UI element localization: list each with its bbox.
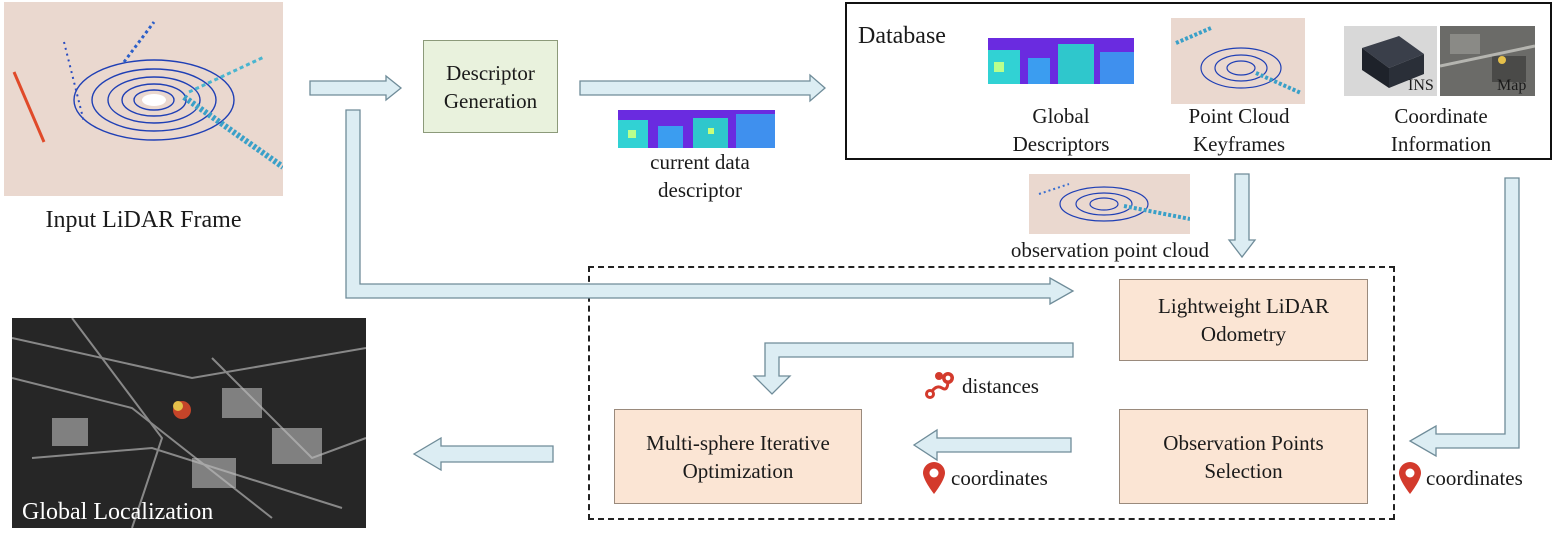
odometry-line2: Odometry xyxy=(1200,322,1287,346)
localization-module-region xyxy=(588,266,1395,520)
arrow-selection-to-optimization xyxy=(912,428,1072,462)
arrow-input-to-odometry xyxy=(345,109,1075,306)
arrow-odometry-to-optimization xyxy=(752,342,1074,395)
point-cloud-keyframes-line1: Point Cloud xyxy=(1188,104,1290,128)
global-descriptors-line1: Global xyxy=(1032,104,1090,128)
descriptor-generation-box: Descriptor Generation xyxy=(423,40,558,133)
global-descriptors-line2: Descriptors xyxy=(1012,132,1110,156)
point-cloud-keyframes-line2: Keyframes xyxy=(1192,132,1286,156)
observation-points-selection-box: Observation Points Selection xyxy=(1119,409,1368,504)
ins-label: INS xyxy=(1408,77,1434,94)
arrow-input-to-descriptor xyxy=(309,74,403,102)
input-lidar-label: Input LiDAR Frame xyxy=(45,207,242,233)
descriptor-generation-line1: Descriptor xyxy=(446,60,535,85)
odometry-line1: Lightweight LiDAR xyxy=(1158,294,1329,318)
map-image xyxy=(1440,26,1535,96)
global-descriptors-image xyxy=(988,38,1134,84)
coordinate-information-line2: Information xyxy=(1390,132,1492,156)
optimization-line1: Multi-sphere Iterative xyxy=(646,430,830,455)
coordinates-outer-label: coordinates xyxy=(1426,466,1523,490)
location-pin-icon-outer xyxy=(1397,461,1423,495)
route-icon xyxy=(922,370,956,402)
location-pin-icon-inner xyxy=(921,461,947,495)
current-descriptor-line2: descriptor xyxy=(658,178,742,202)
arrow-database-to-region xyxy=(1227,173,1257,259)
coordinate-information-line1: Coordinate xyxy=(1394,104,1488,128)
arrow-optimization-to-output xyxy=(412,436,554,472)
map-label: Map xyxy=(1497,77,1527,94)
observation-point-cloud-image xyxy=(1029,174,1190,234)
descriptor-generation-line2: Generation xyxy=(443,88,538,113)
selection-line1: Observation Points xyxy=(1163,430,1324,455)
database-box xyxy=(845,2,1552,160)
current-descriptor-image xyxy=(618,110,775,148)
arrow-coordinates-to-selection xyxy=(1408,177,1520,458)
global-localization-image xyxy=(12,318,366,528)
ins-device-image xyxy=(1344,26,1437,96)
current-descriptor-line1: current data xyxy=(650,150,750,174)
database-title: Database xyxy=(858,23,946,49)
arrow-descriptor-to-database xyxy=(579,73,826,103)
optimization-line2: Optimization xyxy=(682,458,794,483)
point-cloud-keyframes-image xyxy=(1171,18,1305,104)
global-localization-label: Global Localization xyxy=(22,499,214,525)
distances-label: distances xyxy=(962,374,1039,398)
selection-line2: Selection xyxy=(1204,458,1283,483)
input-lidar-image xyxy=(4,2,283,196)
observation-point-cloud-label: observation point cloud xyxy=(1010,238,1210,262)
coordinates-inner-label: coordinates xyxy=(951,466,1048,490)
multi-sphere-optimization-box: Multi-sphere Iterative Optimization xyxy=(614,409,862,504)
lightweight-odometry-box: Lightweight LiDAR Odometry xyxy=(1119,279,1368,361)
